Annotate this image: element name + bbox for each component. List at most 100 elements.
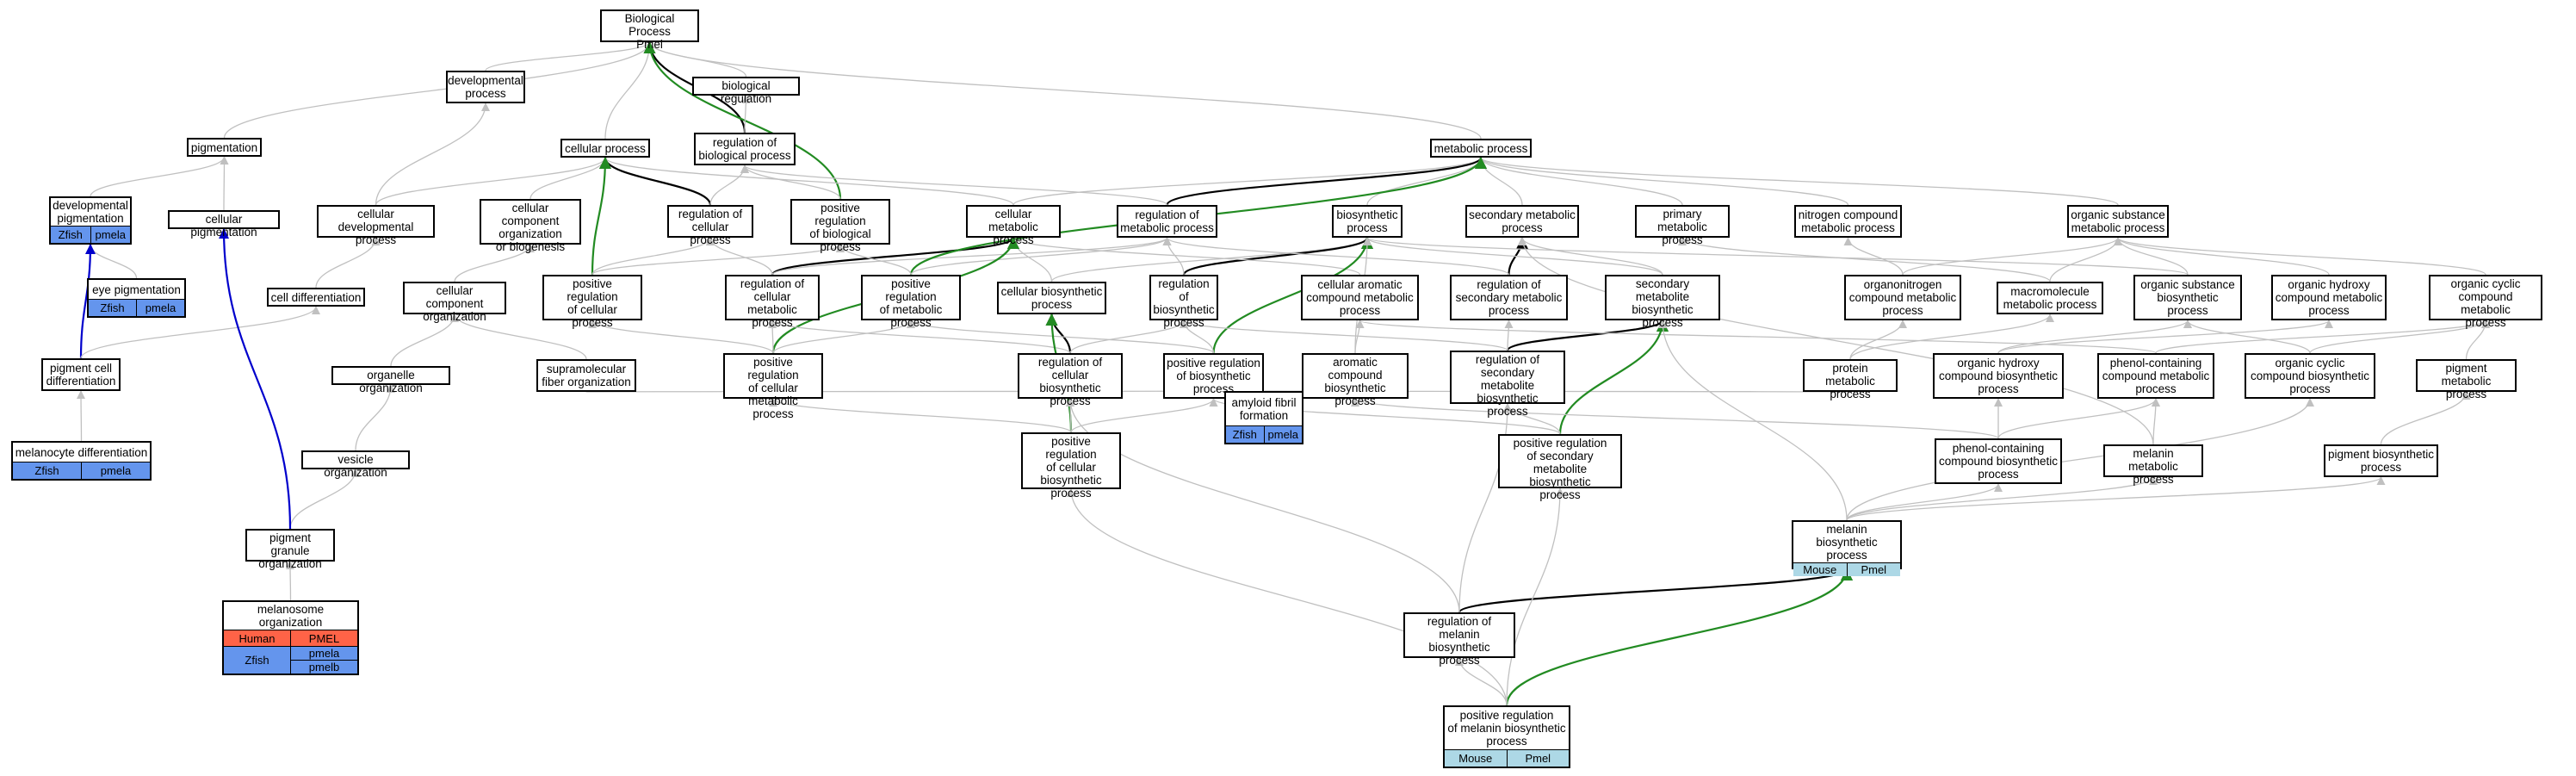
edge-is-a [1180, 320, 1508, 351]
node-organonitrogen-compound-metabolic-process[interactable]: organonitrogen compound metabolic proces… [1844, 275, 1961, 320]
node-melanosome-organization[interactable]: melanosome organization Human PMEL Zfish… [222, 600, 359, 675]
node-label: phenol-containing compound metabolic pro… [2102, 357, 2210, 395]
node-regulation-of-biological-process[interactable]: regulation of biological process [694, 133, 796, 165]
edge-is-a [771, 237, 1172, 276]
node-organic-hydroxy-compound-biosynthetic-process[interactable]: organic hydroxy compound biosynthetic pr… [1933, 353, 2064, 399]
edge-is-a [77, 390, 86, 442]
node-biological-process[interactable]: Biological Process Pmel [600, 9, 699, 51]
edge-is-a [1658, 320, 1848, 521]
node-regulation-of-cellular-metabolic-process[interactable]: regulation of cellular metabolic process [725, 275, 820, 329]
edge-is-a [604, 41, 654, 140]
node-pigment-biosynthetic-process[interactable]: pigment biosynthetic process [2324, 444, 2438, 477]
node-regulation-of-melanin-biosynthetic-process[interactable]: regulation of melanin biosynthetic proce… [1403, 612, 1515, 667]
node-metabolic-process[interactable]: metabolic process [1430, 139, 1532, 158]
node-pigmentation[interactable]: pigmentation [187, 138, 262, 157]
node-label: regulation of biological process [698, 136, 791, 162]
edge-is-a [2114, 237, 2486, 276]
edge-is-a [1351, 398, 1999, 439]
node-organic-substance-biosynthetic-process[interactable]: organic substance biosynthetic process [2133, 275, 2242, 320]
node-regulation-of-secondary-metabolite-biosynthetic-process[interactable]: regulation of secondary metabolite biosy… [1450, 351, 1565, 418]
node-positive-regulation-of-melanin-biosynthetic-process[interactable]: positive regulation of melanin biosynthe… [1443, 705, 1570, 768]
gene-cell: Pmel [1846, 563, 1900, 576]
node-positive-regulation-of-biosynthetic-process[interactable]: positive regulation of biosynthetic proc… [1163, 353, 1264, 399]
node-phenol-containing-compound-metabolic-process[interactable]: phenol-containing compound metabolic pro… [2097, 353, 2214, 399]
edge-is-a [1849, 314, 2054, 360]
species-cell: Human [224, 630, 290, 646]
node-primary-metabolic-process[interactable]: primary metabolic process [1635, 205, 1730, 246]
node-label: developmental process [448, 74, 523, 100]
node-label: positive regulation of biological proces… [809, 202, 871, 253]
node-label: vesicle organization [324, 453, 387, 479]
node-developmental-process[interactable]: developmental process [446, 71, 525, 103]
node-positive-regulation-of-cellular-process[interactable]: positive regulation of cellular process [542, 275, 642, 329]
node-positive-regulation-of-cellular-biosynthetic-process[interactable]: positive regulation of cellular biosynth… [1021, 432, 1121, 500]
node-label: positive regulation of metabolic process [879, 277, 943, 329]
node-cell-differentiation[interactable]: cell differentiation [267, 288, 365, 307]
node-organic-hydroxy-compound-metabolic-process[interactable]: organic hydroxy compound metabolic proce… [2271, 275, 2387, 320]
node-label: positive regulation of secondary metabol… [1513, 437, 1607, 501]
node-cellular-developmental-process[interactable]: cellular developmental process [317, 205, 435, 246]
node-aromatic-compound-biosynthetic-process[interactable]: aromatic compound biosynthetic process [1302, 353, 1409, 407]
node-label: melanosome organization [257, 603, 325, 629]
node-positive-regulation-of-biological-process[interactable]: positive regulation of biological proces… [790, 199, 890, 253]
edge-is-a [706, 237, 773, 276]
node-macromolecule-metabolic-process[interactable]: macromolecule metabolic process [1997, 282, 2103, 314]
node-cellular-biosynthetic-process[interactable]: cellular biosynthetic process [997, 282, 1106, 314]
edge-is-a [450, 314, 587, 360]
edge-is-a [1455, 657, 1508, 706]
node-organic-substance-metabolic-process[interactable]: organic substance metabolic process [2067, 205, 2169, 238]
node-label: regulation of biosynthetic process [1153, 277, 1215, 329]
node-cellular-component-organization[interactable]: cellular component organization [403, 282, 506, 323]
node-label: cellular pigmentation [190, 213, 257, 239]
node-organelle-organization[interactable]: organelle organization [331, 366, 450, 394]
node-protein-metabolic-process[interactable]: protein metabolic process [1803, 359, 1898, 400]
edge-is-a [2465, 320, 2490, 360]
node-melanin-metabolic-process[interactable]: melanin metabolic process [2103, 444, 2203, 486]
edge-is-a [1846, 476, 2386, 521]
edge-is-a [2380, 391, 2471, 445]
node-regulation-of-cellular-biosynthetic-process[interactable]: regulation of cellular biosynthetic proc… [1018, 353, 1123, 407]
node-biological-regulation[interactable]: biological regulation [692, 77, 800, 105]
node-cellular-process[interactable]: cellular process [560, 139, 650, 158]
node-cellular-pigmentation[interactable]: cellular pigmentation [168, 210, 280, 239]
node-positive-regulation-of-metabolic-process[interactable]: positive regulation of metabolic process [861, 275, 961, 329]
gene-cell: pmela [81, 462, 150, 479]
node-regulation-of-metabolic-process[interactable]: regulation of metabolic process [1117, 205, 1217, 238]
node-vesicle-organization[interactable]: vesicle organization [301, 450, 410, 479]
node-secondary-metabolite-biosynthetic-process[interactable]: secondary metabolite biosynthetic proces… [1605, 275, 1720, 329]
node-regulation-of-cellular-process[interactable]: regulation of cellular process [667, 205, 753, 246]
node-regulation-of-biosynthetic-process[interactable]: regulation of biosynthetic process [1149, 275, 1218, 329]
edge-is-a [1678, 237, 2051, 282]
node-pigment-metabolic-process[interactable]: pigment metabolic process [2416, 359, 2517, 400]
edge-is-a [86, 244, 138, 279]
node-positive-regulation-of-secondary-metabolite-biosynthetic-process[interactable]: positive regulation of secondary metabol… [1498, 434, 1622, 501]
edge-is-a [741, 95, 751, 133]
node-phenol-containing-compound-biosynthetic-process[interactable]: phenol-containing compound biosynthetic … [1935, 438, 2062, 484]
node-biosynthetic-process[interactable]: biosynthetic process [1332, 205, 1403, 238]
node-pigment-granule-organization[interactable]: pigment granule organization [245, 529, 335, 570]
node-cellular-metabolic-process[interactable]: cellular metabolic process [966, 205, 1061, 246]
node-nitrogen-compound-metabolic-process[interactable]: nitrogen compound metabolic process [1794, 205, 1902, 238]
node-pigment-cell-differentiation[interactable]: pigment cell differentiation [41, 358, 121, 391]
edge-positively-regulates [1558, 320, 1669, 435]
node-organic-cyclic-compound-metabolic-process[interactable]: organic cyclic compound metabolic proces… [2429, 275, 2542, 329]
node-supramolecular-fiber-organization[interactable]: supramolecular fiber organization [536, 359, 636, 392]
node-cellular-component-organization-or-biogenesis[interactable]: cellular component organization or bioge… [480, 199, 581, 253]
node-regulation-of-secondary-metabolic-process[interactable]: regulation of secondary metabolic proces… [1450, 275, 1568, 320]
node-label: pigmentation [190, 140, 258, 154]
node-organic-cyclic-compound-biosynthetic-process[interactable]: organic cyclic compound biosynthetic pro… [2245, 353, 2375, 399]
node-cellular-aromatic-compound-metabolic-process[interactable]: cellular aromatic compound metabolic pro… [1301, 275, 1419, 320]
edge-regulates [1166, 157, 1487, 206]
node-secondary-metabolic-process[interactable]: secondary metabolic process [1465, 205, 1579, 238]
node-positive-regulation-of-cellular-metabolic-process[interactable]: positive regulation of cellular metaboli… [723, 353, 823, 420]
node-label: aromatic compound biosynthetic process [1324, 356, 1386, 407]
node-label: regulation of metabolic process [1120, 208, 1214, 234]
edge-is-a [2114, 237, 2330, 276]
edge-is-a [907, 320, 1215, 354]
